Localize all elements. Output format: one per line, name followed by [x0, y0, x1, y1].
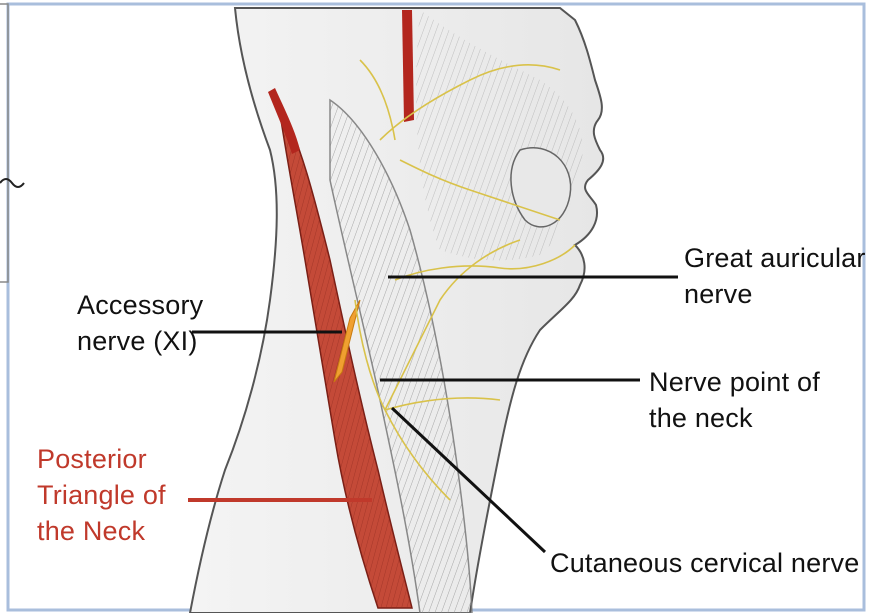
- label-line: Triangle of: [37, 477, 166, 513]
- label-line: Posterior: [37, 441, 166, 477]
- label-line: Cutaneous cervical nerve: [550, 545, 859, 581]
- label-posterior-triangle: Posterior Triangle of the Neck: [37, 441, 166, 549]
- label-line: nerve: [684, 276, 866, 312]
- label-line: the neck: [649, 400, 820, 436]
- label-accessory-nerve: Accessory nerve (XI): [77, 287, 203, 359]
- label-line: nerve (XI): [77, 323, 203, 359]
- label-line: Nerve point of: [649, 364, 820, 400]
- artery-upper: [402, 10, 414, 122]
- label-nerve-point: Nerve point of the neck: [649, 364, 820, 436]
- tilde-mark: [0, 179, 24, 187]
- label-cutaneous-cervical-nerve: Cutaneous cervical nerve: [550, 545, 859, 581]
- label-line: the Neck: [37, 513, 166, 549]
- label-great-auricular-nerve: Great auricular nerve: [684, 240, 866, 312]
- label-line: Accessory: [77, 287, 203, 323]
- label-line: Great auricular: [684, 240, 866, 276]
